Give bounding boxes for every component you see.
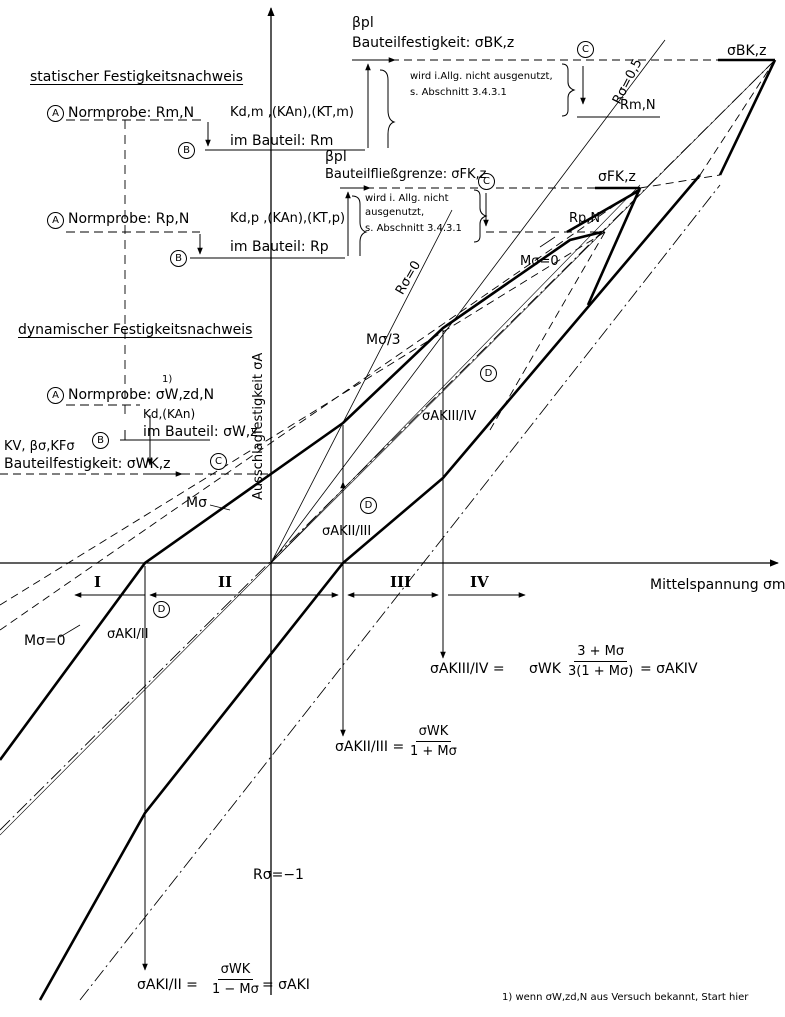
marker-b-static-rp: B [170,250,187,267]
formula-23-den: 1 + Mσ [410,744,457,759]
label-msigma-3: Mσ/3 [366,332,401,348]
dashed-bk-drop [699,59,776,176]
marker-c-dyn: C [210,453,227,470]
formula-12-num: σWK [217,962,254,980]
dynamic-section-title: dynamischer Festigkeitsnachweis [18,322,253,338]
static-rp-part: im Bauteil: Rp [230,239,329,255]
label-rp-n: Rp,N [569,211,601,226]
static-rm-part: im Bauteil: Rm [230,133,334,149]
marker-d-right: D [480,365,497,382]
brace-fk-bracket [351,195,368,256]
bauteilfestigkeit-label: Bauteilfestigkeit: σBK,z [352,35,515,51]
dashed-mσ0-lower [0,231,606,606]
formula-12-lhs: σAKI/II = [137,977,198,993]
bk-upper-line [566,188,641,234]
dyn-norm: Normprobe: σW,zd,N [68,387,215,403]
label-rm-n: Rm,N [620,98,656,113]
formula-34-coef: σWK [529,661,561,677]
dyn-strength: Bauteilfestigkeit: σWK,z [4,456,171,472]
static-section-title: statischer Festigkeitsnachweis [30,69,244,85]
formula-34-den: 3(1 + Mσ) [568,664,634,679]
label-msigma-0-top: Mσ=0 [520,254,559,269]
brace-note-1 [561,63,576,117]
note-1-line1: wird i.Allg. nicht ausgenutzt, [410,71,553,82]
label-msigma-0-left: Mσ=0 [24,633,66,649]
note-2-line1: wird i. Allg. nicht [365,193,449,204]
leader-msigma0-left [59,624,81,638]
marker-d-left: D [153,601,170,618]
leader-msigma [209,504,231,511]
footnote: 1) wenn σW,zd,N aus Versuch bekannt, Sta… [502,992,749,1003]
formula-12-fraction: σWK 1 − Mσ [212,962,259,997]
beta-pl-top: βpl [352,15,374,31]
marker-a-static-rp: A [47,212,64,229]
formula-23-lhs: σAKII/III = [335,739,405,755]
label-ak-23: σAKII/III [322,524,372,539]
bk-right-drop [718,59,777,176]
formula-12-rhs: = σAKI [262,977,310,993]
region-iii: III [390,573,412,591]
dashed-fk-to-bk [639,174,721,189]
brace-note-2 [473,189,488,243]
dash-dot-line-lower [79,184,721,1001]
upper-envelope [0,230,603,761]
brace-bk-bracket [379,69,396,148]
marker-d-middle: D [360,497,377,514]
note-2-line2: ausgenutzt, [365,207,425,218]
formula-34-fraction: 3 + Mσ 3(1 + Mσ) [568,644,633,679]
label-r-minus1: Rσ=−1 [253,867,304,883]
region-ii: II [218,573,233,591]
label-ak-34: σAKIII/IV [422,409,477,424]
ray-r-05 [270,39,666,564]
y-axis-label: Ausschlagfestigkeit σA [251,352,266,500]
dyn-part: im Bauteil: σW,z [143,424,258,440]
note-1-line2: s. Abschnitt 3.4.3.1 [410,87,507,98]
beta-pl-mid: βpl [325,149,347,165]
dyn-strength-factors: KV, βσ,KFσ [4,439,75,454]
fliessgrenze-label: Bauteilfließgrenze: σFK,z [325,167,487,182]
note-2-line3: s. Abschnitt 3.4.3.1 [365,223,462,234]
static-rp-norm: Normprobe: Rp,N [68,211,190,227]
formula-34-rhs: = σAKIV [640,661,698,677]
formula-23-fraction: σWK 1 + Mσ [410,724,457,759]
static-rm-norm: Normprobe: Rm,N [68,105,195,121]
formula-34-lhs: σAKIII/IV = [430,661,505,677]
label-sigma-bk: σBK,z [727,43,767,59]
marker-b-static-rm: B [178,142,195,159]
marker-c-bk: C [577,41,594,58]
ray-r-minus1-extension [0,562,272,836]
formula-34-num: 3 + Mσ [574,644,628,662]
lower-envelope [38,174,701,1001]
marker-b-dyn: B [92,432,109,449]
label-ak-12: σAKI/II [107,627,149,642]
leader-msigma0-top [539,236,556,248]
dash-dot-line-upper [0,59,776,831]
region-i: I [94,573,102,591]
region-iv: IV [470,573,489,591]
static-rp-factors: Kd,p ,(KAn),(KT,p) [230,211,346,226]
ray-r-0 [270,209,453,564]
dyn-footnote-mark: 1) [162,374,173,385]
label-sigma-fk: σFK,z [598,169,636,185]
fk-knee-line [586,187,642,306]
static-rm-factors: Kd,m ,(KAn),(KT,m) [230,105,354,120]
formula-23-num: σWK [415,724,452,742]
label-msigma: Mσ [186,495,207,511]
formula-12-den: 1 − Mσ [212,982,259,997]
marker-c-fk: C [478,173,495,190]
x-axis-label: Mittelspannung σm [650,577,785,593]
dyn-factors: Kd,(KAn) [143,407,196,421]
marker-a-static-rm: A [47,105,64,122]
marker-a-dyn: A [47,387,64,404]
